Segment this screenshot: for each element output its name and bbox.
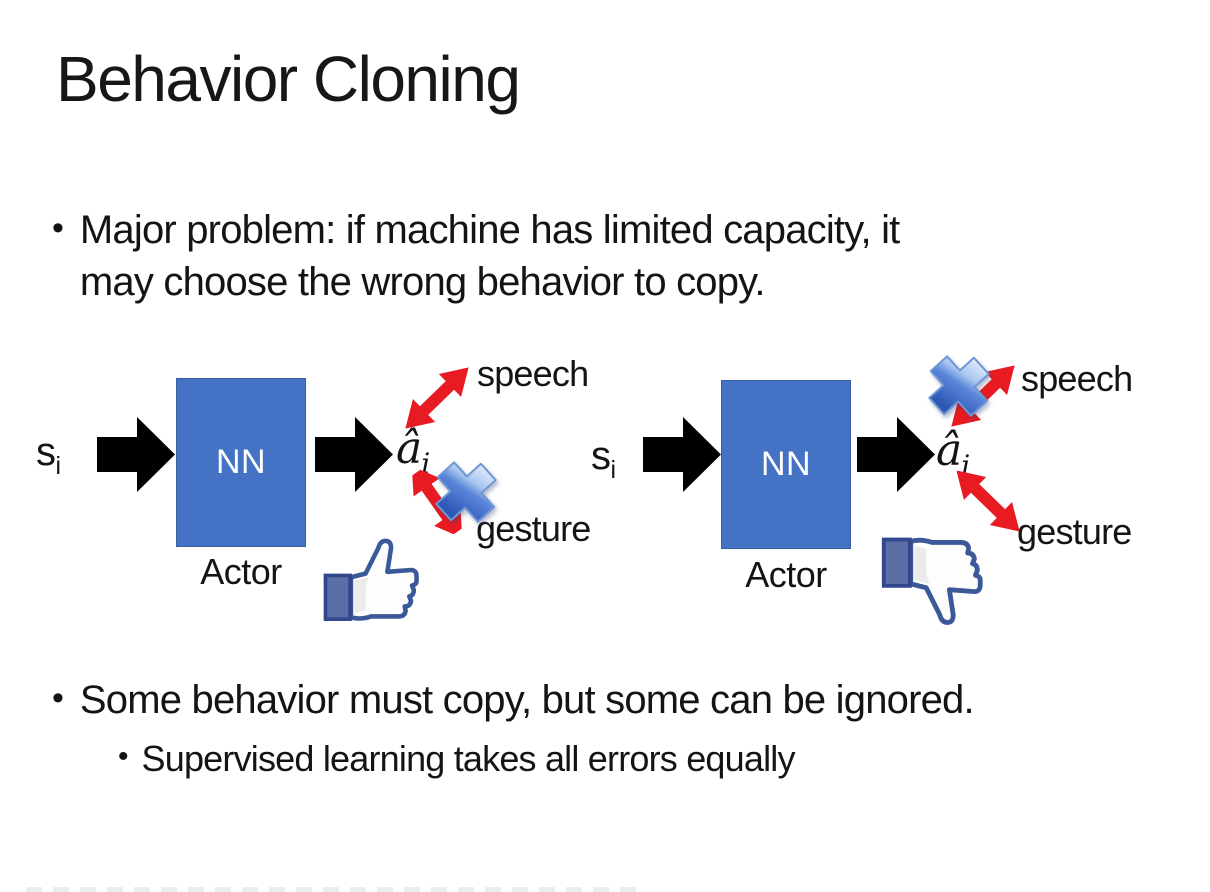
bullet-marker: •: [52, 209, 64, 247]
bullet-line-1: Major problem: if machine has limited ca…: [79, 208, 900, 252]
bullet-some-behavior: • Some behavior must copy, but some can …: [52, 674, 975, 726]
thumbs-down-icon: [878, 531, 986, 631]
right-state-label: si: [591, 434, 616, 484]
right-action-label: âi: [936, 425, 970, 482]
left-action-label: âi: [396, 423, 430, 480]
right-nn-label: NN: [760, 445, 812, 483]
right-cross-out-icon: [927, 354, 991, 418]
bullet-some-behavior-text: Some behavior must copy, but some can be…: [79, 678, 975, 722]
left-speech-arrow-icon: [394, 355, 480, 441]
bullet-supervised-text: Supervised learning takes all errors equ…: [141, 738, 796, 779]
left-nn-box: NN: [176, 378, 306, 547]
right-output-arrow-icon: [857, 417, 935, 492]
left-input-arrow-icon: [97, 417, 175, 492]
left-speech-label: speech: [477, 353, 589, 394]
left-gesture-label: gesture: [476, 508, 591, 549]
right-gesture-label: gesture: [1017, 511, 1132, 552]
right-actor-label: Actor: [745, 554, 827, 595]
bullet-marker: •: [118, 740, 129, 773]
right-speech-label: speech: [1021, 358, 1133, 399]
left-state-label: si: [36, 430, 61, 480]
bullet-supervised: • Supervised learning takes all errors e…: [118, 736, 795, 783]
bullet-major-problem: • Major problem: if machine has limited …: [52, 204, 900, 308]
right-input-arrow-icon: [643, 417, 721, 492]
left-output-arrow-icon: [315, 417, 393, 492]
thumbs-up-icon: [320, 532, 422, 628]
right-nn-box: NN: [721, 380, 851, 549]
left-cross-out-icon: [435, 461, 497, 523]
slide-title: Behavior Cloning: [56, 43, 521, 115]
bottom-edge-artifact: [26, 887, 638, 892]
bullet-major-problem-text: Major problem: if machine has limited ca…: [80, 204, 900, 308]
left-nn-label: NN: [215, 443, 267, 481]
left-actor-label: Actor: [200, 551, 282, 592]
bullet-line-2: may choose the wrong behavior to copy.: [79, 260, 766, 304]
bullet-marker: •: [52, 679, 64, 717]
